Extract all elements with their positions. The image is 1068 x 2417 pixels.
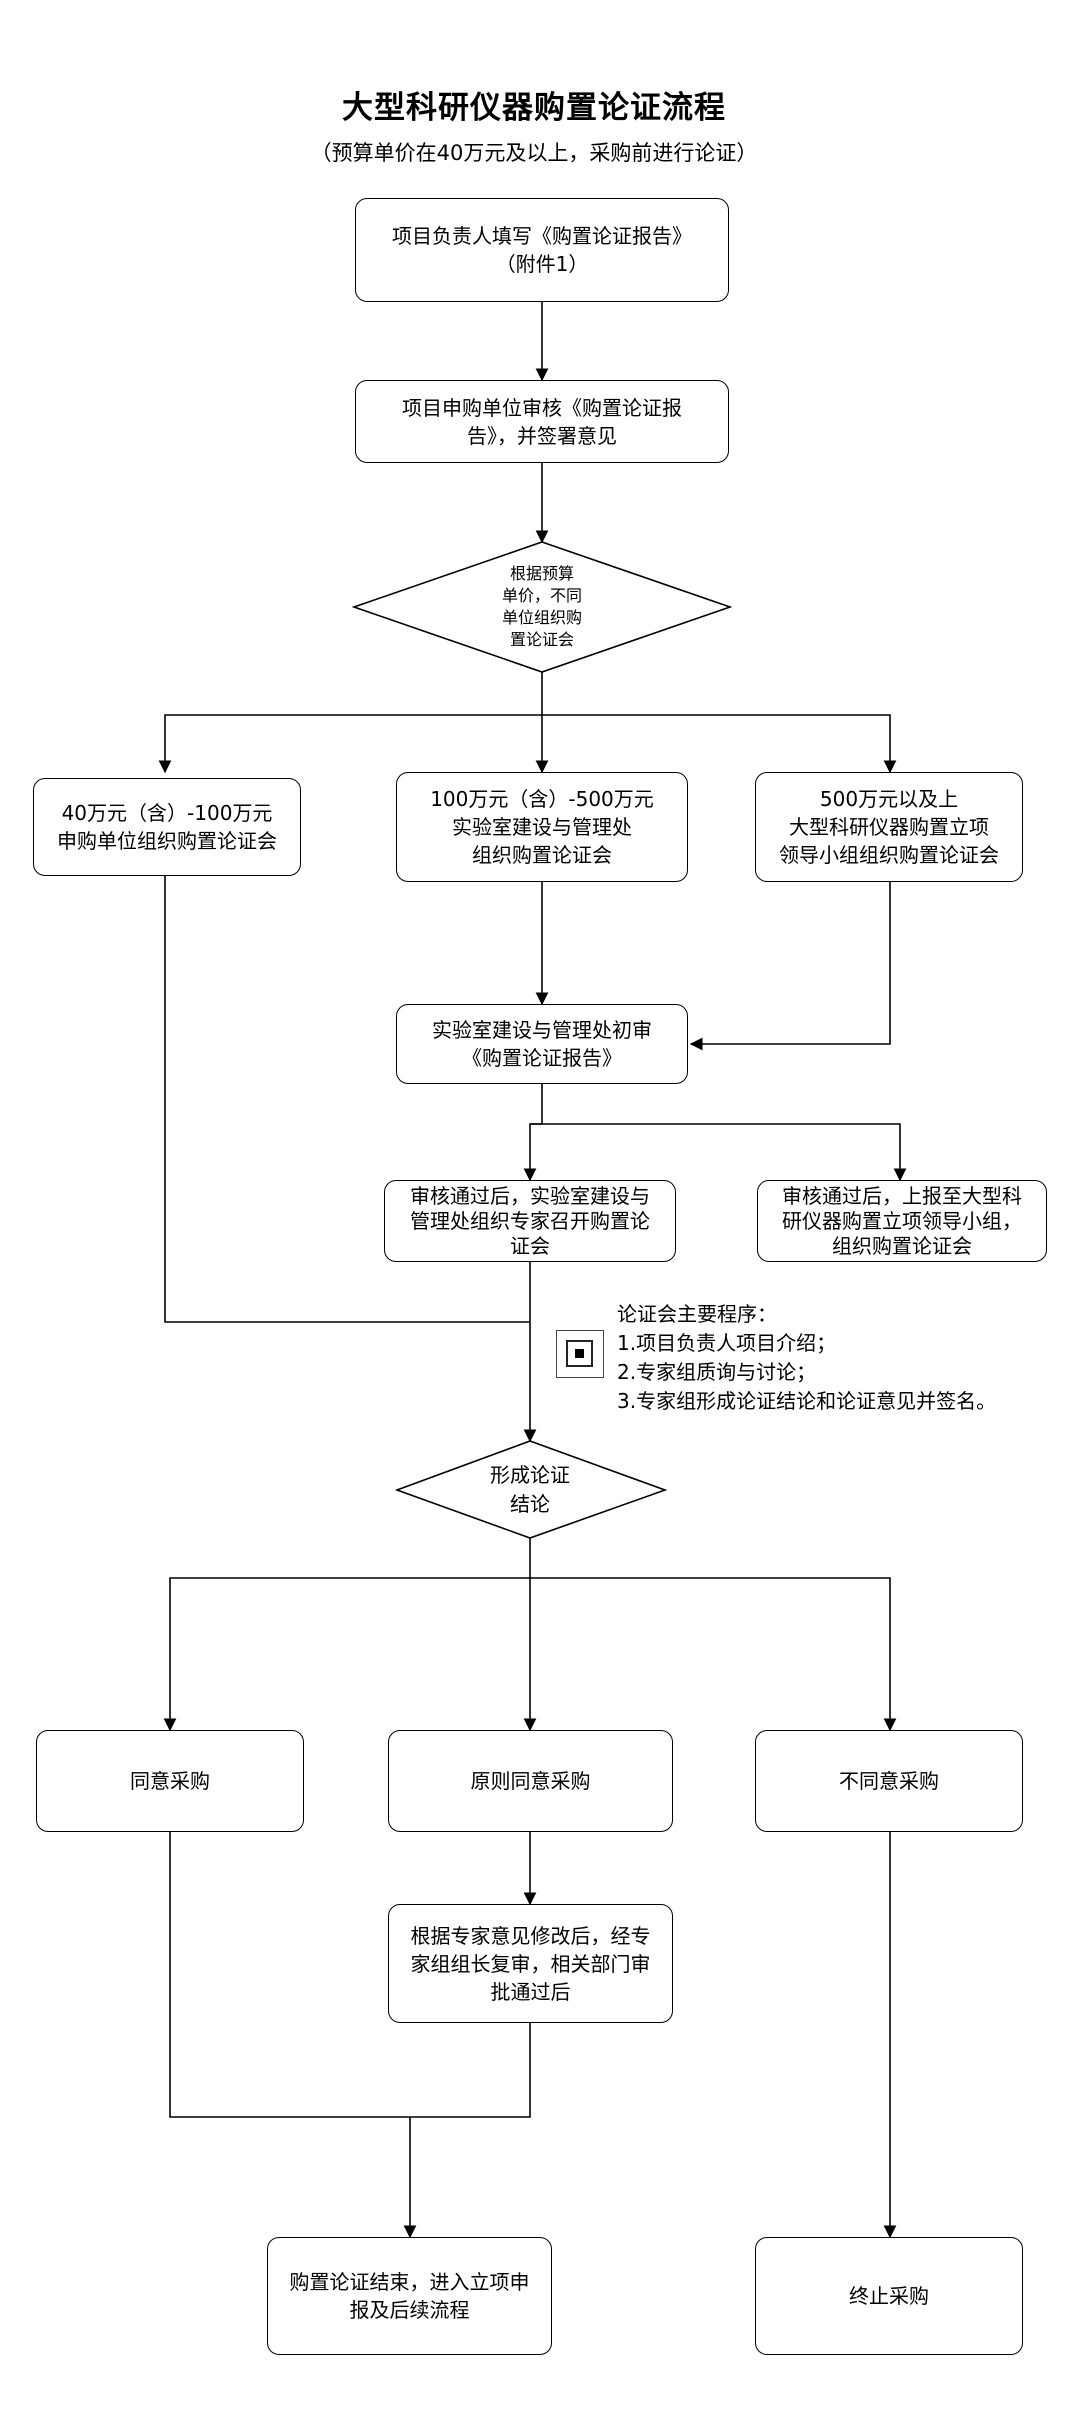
end-proceed-box: 购置论证结束，进入立项申报及后续流程 bbox=[267, 2237, 552, 2355]
report-to-leaders-box: 审核通过后，上报至大型科研仪器购置立项领导小组，组织购置论证会 bbox=[757, 1180, 1047, 1262]
conclusion-split-right bbox=[530, 1577, 897, 1732]
page-title: 大型科研仪器购置论证流程 bbox=[342, 90, 726, 126]
line-40-100-merge bbox=[164, 876, 530, 1323]
agree-in-principle-box: 原则同意采购 bbox=[388, 1730, 673, 1832]
branch-split-1 bbox=[158, 672, 543, 774]
lab-preliminary-review-box: 实验室建设与管理处初审《购置论证报告》 bbox=[396, 1004, 688, 1084]
decision-budget-label: 根据预算单价，不同 单位组织购置论证会 bbox=[501, 564, 582, 649]
prelim-split-right bbox=[530, 1123, 907, 1182]
decision-diamond-conclusion bbox=[394, 1440, 668, 1539]
fill-report-box: 项目负责人填写《购置论证报告》（附件1） bbox=[355, 198, 729, 302]
page-subtitle: （预算单价在40万元及以上，采购前进行论证） bbox=[310, 141, 758, 165]
terminate-box: 终止采购 bbox=[755, 2237, 1023, 2355]
expert-meeting-box: 审核通过后，实验室建设与管理处组织专家召开购置论证会 bbox=[384, 1180, 676, 1262]
range-100-500-box: 100万元（含）-500万元实验室建设与管理处组织购置论证会 bbox=[396, 772, 688, 882]
agree-box: 同意采购 bbox=[36, 1730, 304, 1832]
range-40-100-box: 40万元（含）-100万元申购单位组织购置论证会 bbox=[33, 778, 301, 876]
branch-split-3 bbox=[542, 714, 897, 774]
decision-conclusion-label: 形成论证结论 bbox=[490, 1463, 570, 1516]
note-icon bbox=[556, 1330, 604, 1378]
arrow-500-to-prelim bbox=[689, 882, 891, 1051]
revise-box: 根据专家意见修改后，经专家组组长复审，相关部门审批通过后 bbox=[388, 1904, 673, 2023]
disagree-box: 不同意采购 bbox=[755, 1730, 1023, 1832]
range-500-up-box: 500万元以及上大型科研仪器购置立项领导小组组织购置论证会 bbox=[755, 772, 1023, 882]
unit-review-box: 项目申购单位审核《购置论证报告》，并签署意见 bbox=[355, 380, 729, 463]
meeting-procedure-note: 论证会主要程序：1.项目负责人项目介绍； 2.专家组质询与讨论；3.专家组形成论… bbox=[617, 1302, 997, 1413]
conclusion-split-left bbox=[163, 1538, 531, 1732]
decision-diamond-budget bbox=[351, 541, 733, 673]
prelim-split-left bbox=[523, 1084, 543, 1182]
line-agree-merge bbox=[169, 1832, 531, 2118]
